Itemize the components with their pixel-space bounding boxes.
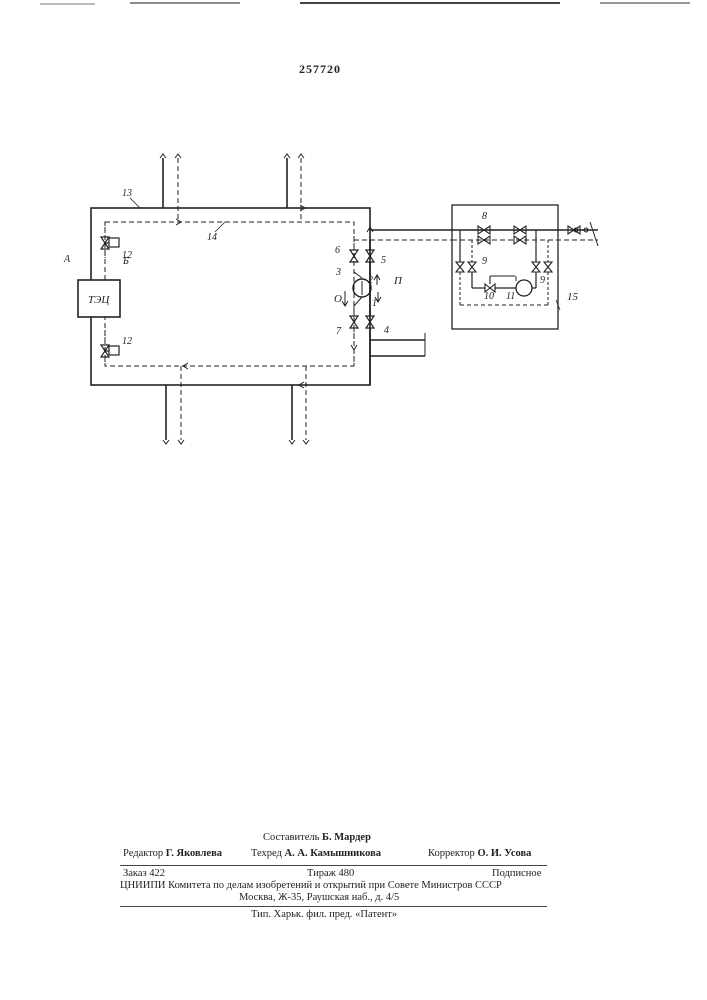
top-branch-right bbox=[284, 154, 304, 222]
pump-11 bbox=[516, 280, 532, 296]
editor-name: Г. Яковлева bbox=[166, 848, 222, 859]
valve-9-right bbox=[532, 262, 552, 272]
corrector-name: О. И. Усова bbox=[477, 848, 531, 859]
regulator-10 bbox=[485, 276, 515, 292]
consumer-unit-15 bbox=[452, 205, 558, 329]
label-3: 3 bbox=[335, 267, 341, 278]
supply-network-loop bbox=[91, 208, 370, 385]
publisher-address: Москва, Ж-35, Раушская наб., д. 4/5 bbox=[239, 892, 399, 903]
label-tec: ТЭЦ bbox=[88, 294, 110, 306]
bottom-branch-left bbox=[163, 366, 184, 444]
label-O: О bbox=[334, 293, 342, 305]
label-5: 5 bbox=[381, 255, 386, 266]
label-1: 1 bbox=[372, 298, 377, 309]
separator-top bbox=[120, 865, 547, 866]
circulation: Тираж 480 bbox=[307, 868, 354, 879]
valve-6 bbox=[350, 250, 358, 262]
separator-bottom bbox=[120, 906, 547, 907]
label-15: 15 bbox=[567, 291, 579, 303]
techred-role: Техред bbox=[251, 848, 282, 859]
label-A: А bbox=[63, 254, 71, 265]
valve-9-left bbox=[456, 262, 476, 272]
label-9-left: 9 bbox=[482, 256, 487, 267]
printer-line: Тип. Харьк. фил. пред. «Патент» bbox=[251, 909, 397, 920]
heating-network-schematic: ТЭЦ А Б 13 14 12 12 6 5 3 2 П О 1 7 4 8 … bbox=[0, 0, 707, 470]
publisher-line: ЦНИИПИ Комитета по делам изобретений и о… bbox=[120, 880, 502, 891]
bottom-branch-right bbox=[289, 366, 309, 444]
label-4: 4 bbox=[384, 325, 389, 336]
label-13: 13 bbox=[122, 188, 132, 199]
label-12-top: 12 bbox=[122, 250, 132, 261]
techred-line: Техред А. А. Камышникова bbox=[251, 848, 381, 859]
corrector-role: Корректор bbox=[428, 848, 475, 859]
top-branch-left bbox=[160, 154, 181, 222]
compiler-role: Составитель bbox=[263, 832, 319, 843]
editor-role: Редактор bbox=[123, 848, 163, 859]
label-6: 6 bbox=[335, 245, 340, 256]
valve-12-bottom bbox=[101, 345, 119, 357]
label-12-bottom: 12 bbox=[122, 336, 132, 347]
subscription: Подписное bbox=[492, 868, 541, 879]
corrector-line: Корректор О. И. Усова bbox=[428, 848, 531, 859]
label-11: 11 bbox=[506, 291, 515, 302]
order-number: Заказ 422 bbox=[123, 868, 165, 879]
compiler-line: Составитель Б. Мардер bbox=[263, 832, 371, 843]
techred-name: А. А. Камышникова bbox=[285, 848, 382, 859]
editor-line: Редактор Г. Яковлева bbox=[123, 848, 222, 859]
label-9-right: 9 bbox=[540, 275, 545, 286]
label-14: 14 bbox=[207, 232, 217, 243]
return-network-loop bbox=[105, 222, 354, 366]
label-P: П bbox=[393, 275, 403, 287]
label-10: 10 bbox=[484, 291, 494, 302]
label-8: 8 bbox=[482, 211, 487, 222]
valve-12-top bbox=[101, 237, 119, 249]
compiler-name: Б. Мардер bbox=[322, 832, 371, 843]
label-2: 2 bbox=[368, 275, 373, 286]
label-7: 7 bbox=[336, 326, 342, 337]
